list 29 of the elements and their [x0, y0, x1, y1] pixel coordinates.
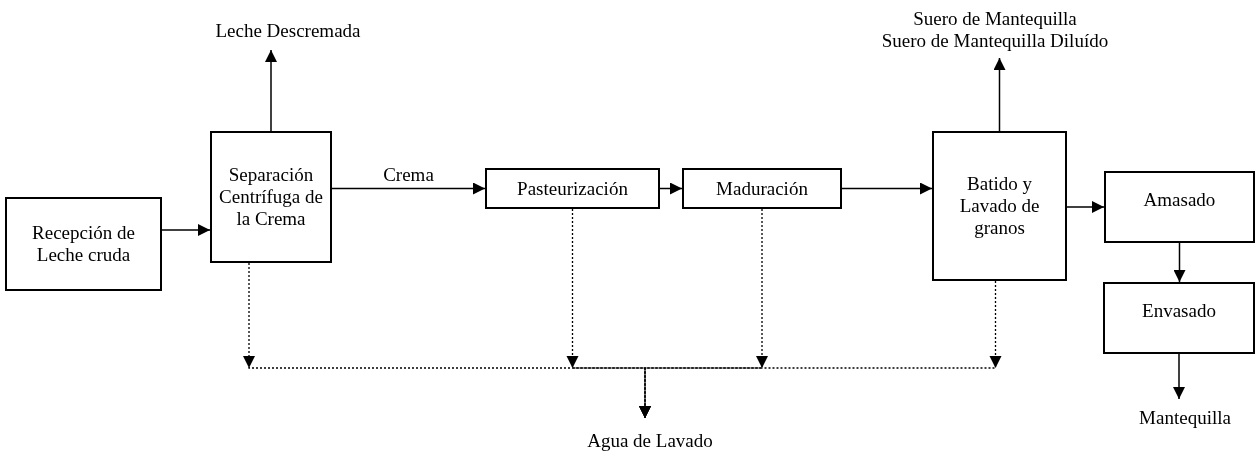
step-label: Separación Centrífuga de la Crema [218, 164, 324, 230]
output-label: Mantequilla [1139, 407, 1231, 429]
output-label: Agua de Lavado [587, 430, 713, 452]
process-box [210, 131, 332, 263]
step-label: Maduración [716, 177, 808, 200]
step-label: Envasado [1142, 300, 1216, 322]
arrow [161, 224, 211, 236]
process-box [5, 197, 162, 291]
arrow [265, 49, 277, 132]
arrow [1173, 242, 1186, 283]
arrow [993, 57, 1006, 132]
step-label: Pasteurización [517, 177, 628, 200]
arrow [841, 182, 933, 195]
arrow [331, 182, 486, 195]
step-label: Amasado [1143, 189, 1216, 211]
process-box [932, 131, 1067, 281]
arrow [1173, 353, 1185, 400]
output-label: Suero de Mantequilla [913, 8, 1077, 30]
output-label: Suero de Mantequilla Diluído [881, 30, 1109, 52]
step-label: Recepción de Leche cruda [31, 222, 136, 266]
process-box [682, 168, 842, 209]
process-box [485, 168, 660, 209]
arrow [659, 182, 683, 195]
dotted-arrow [639, 280, 1002, 419]
step-label: Batido y Lavado de granos [958, 173, 1041, 239]
process-box [1104, 171, 1255, 243]
output-label: Leche Descremada [215, 20, 361, 42]
arrow [1066, 201, 1105, 213]
process-box [1103, 282, 1255, 354]
